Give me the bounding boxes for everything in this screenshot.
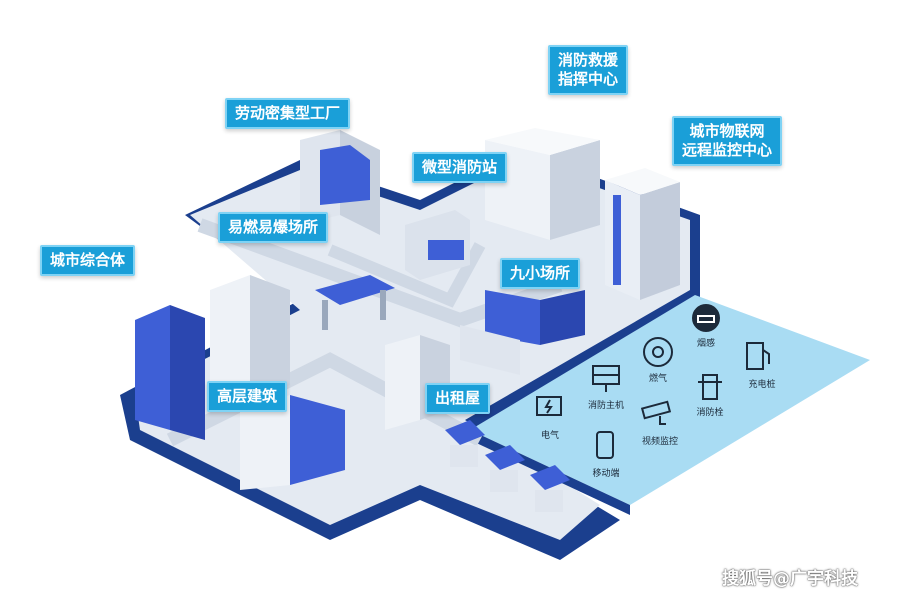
device-label-electrical: 电气 xyxy=(540,431,559,441)
label-rental-housing: 出租屋 xyxy=(425,383,491,414)
charging-pile-icon xyxy=(746,342,770,370)
sensor-zone xyxy=(470,295,870,505)
smoke-detector-icon xyxy=(692,304,720,332)
device-label-mobile: 移动端 xyxy=(592,469,620,479)
label-fire-rescue-command-center: 消防救援指挥中心 xyxy=(548,45,629,95)
label-nine-small-places: 九小场所 xyxy=(500,258,581,289)
label-urban-complex: 城市综合体 xyxy=(40,245,136,276)
watermark: 搜狐号@广宇科技 xyxy=(722,569,858,589)
label-mini-fire-station: 微型消防站 xyxy=(412,152,508,183)
buildings xyxy=(135,128,680,512)
label-flammable-site: 易燃易爆场所 xyxy=(218,212,329,243)
electrical-icon xyxy=(536,396,562,416)
device-icons xyxy=(536,304,770,459)
label-iot-remote-monitoring-center: 城市物联网远程监控中心 xyxy=(672,116,783,166)
device-label-fire-host: 消防主机 xyxy=(587,401,624,411)
label-high-rise: 高层建筑 xyxy=(207,381,288,412)
camera-icon xyxy=(640,400,672,425)
gas-detector-icon xyxy=(643,337,673,367)
fire-host-icon xyxy=(592,365,620,392)
device-label-smoke: 烟感 xyxy=(696,339,715,349)
device-label-gas: 燃气 xyxy=(648,374,667,384)
device-label-hydrant: 消防栓 xyxy=(696,408,724,418)
device-label-charging: 充电桩 xyxy=(748,380,776,390)
device-label-camera: 视频监控 xyxy=(641,437,678,447)
mobile-icon xyxy=(596,431,614,459)
label-labor-intensive-factory: 劳动密集型工厂 xyxy=(225,98,351,129)
hydrant-icon xyxy=(698,374,722,400)
